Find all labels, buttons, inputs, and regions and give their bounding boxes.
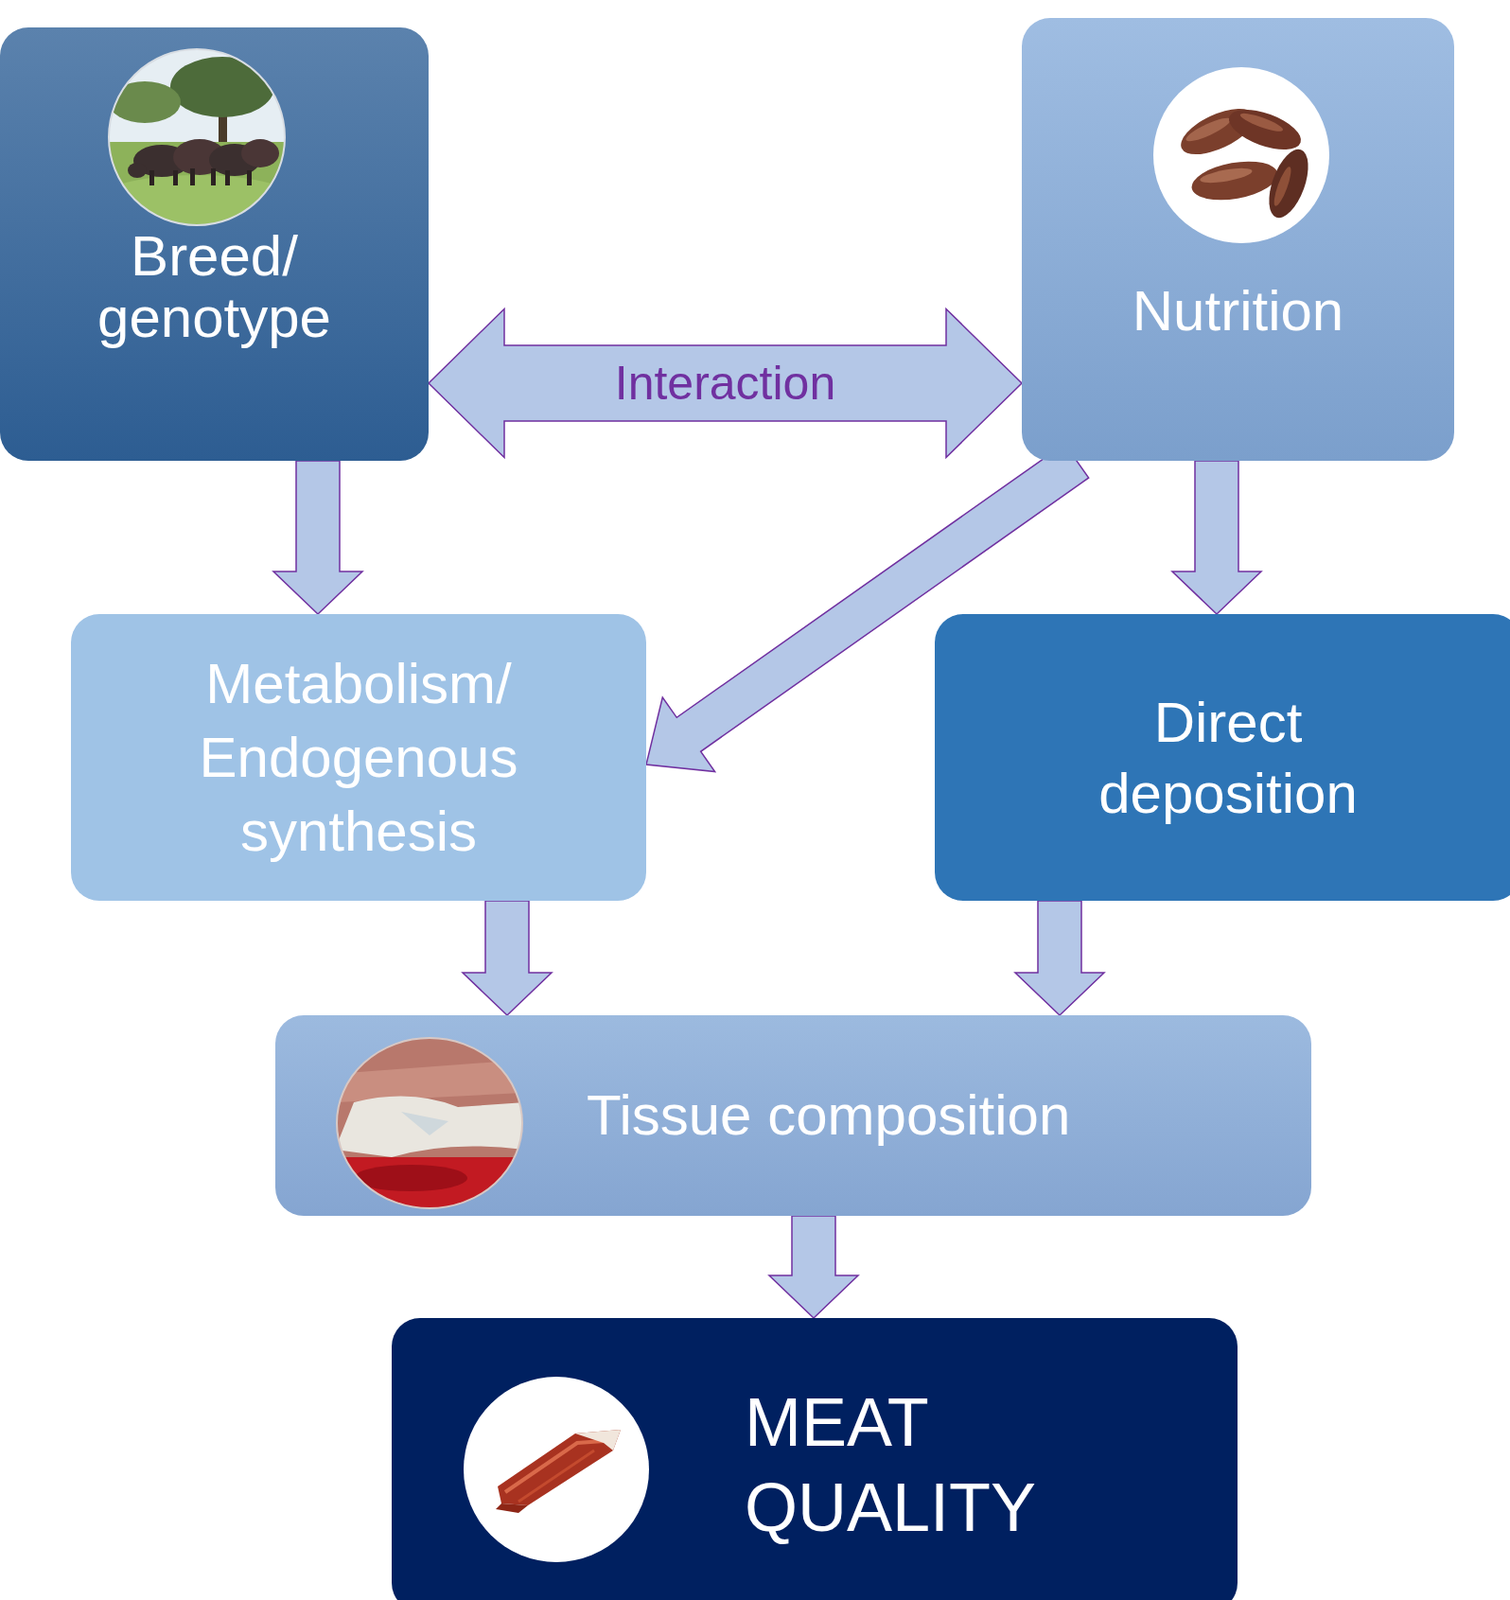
- node-label: Metabolism/ Endogenous synthesis: [150, 647, 567, 869]
- node-label: Nutrition: [1132, 280, 1344, 343]
- tissue-photo: [334, 1035, 525, 1211]
- edge-label: Interaction: [609, 357, 842, 410]
- breed-box: Breed/ genotype: [0, 27, 429, 461]
- node-label: Tissue composition: [586, 1081, 1071, 1150]
- ham-photo: [461, 1374, 651, 1564]
- block-arrow: [273, 460, 363, 615]
- result-box: MEAT QUALITY: [391, 1317, 1238, 1600]
- pig-photo: [106, 47, 287, 228]
- block-arrow: [1172, 460, 1262, 615]
- process-box: Tissue composition: [275, 1015, 1312, 1216]
- process-box: Metabolism/ Endogenous synthesis: [70, 614, 647, 901]
- nutrition-box: Nutrition: [1021, 17, 1455, 461]
- block-arrow: [769, 1215, 859, 1318]
- acorn-photo: [1151, 65, 1332, 246]
- node-label: Breed/ genotype: [44, 226, 386, 350]
- block-arrow: [462, 900, 552, 1016]
- node-label: Direct deposition: [1067, 686, 1389, 829]
- process-box: Direct deposition: [934, 614, 1510, 901]
- block-arrow: [1015, 900, 1105, 1016]
- block-arrow: [428, 309, 1022, 458]
- node-label: MEAT QUALITY: [744, 1379, 1086, 1550]
